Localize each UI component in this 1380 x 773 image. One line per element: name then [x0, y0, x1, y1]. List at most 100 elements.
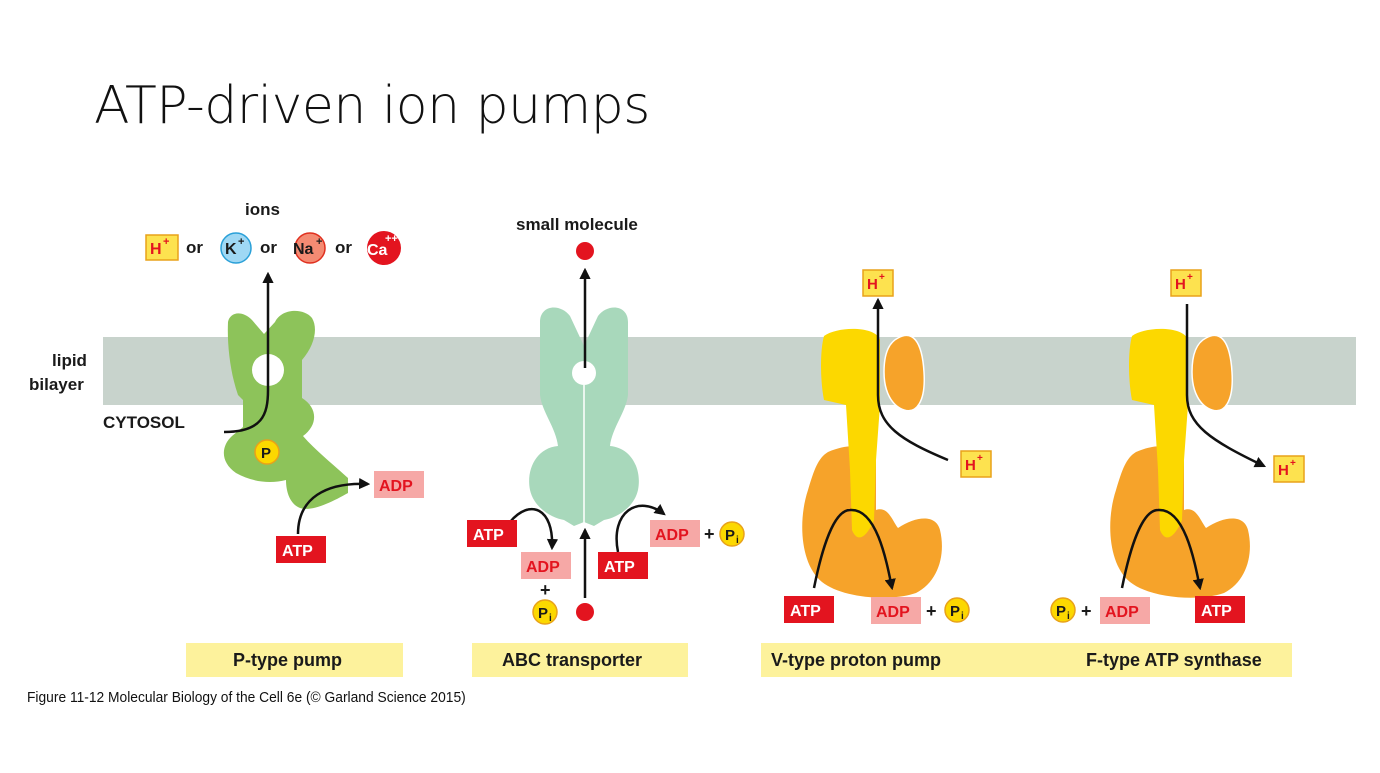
- p-type-pump: ions H + or K + or Na + or Ca ++ P ATP A…: [145, 200, 424, 563]
- cytosol-label: CYTOSOL: [103, 413, 185, 432]
- v-type-plus: +: [926, 601, 937, 621]
- f-type-h-top-label: H: [1175, 276, 1186, 293]
- small-molecule-bottom: [576, 603, 594, 621]
- phosphate-label: P: [261, 445, 271, 462]
- abc-left-plus: +: [540, 580, 551, 600]
- abc-binding-site: [572, 361, 596, 385]
- ion-na-label: Na: [293, 241, 314, 258]
- ion-h-box: [145, 234, 179, 261]
- p-type-protein: [223, 310, 348, 509]
- v-type-h-top-label: H: [867, 276, 878, 293]
- v-type-atp-arrow: [812, 508, 896, 591]
- abc-right-pi-circle: [719, 521, 745, 547]
- p-type-adp-label: ADP: [379, 478, 413, 495]
- v-type-pi-sub: i: [961, 611, 964, 622]
- f-type-synthase: H + H + P i + ADP ATP: [1050, 269, 1305, 624]
- abc-left-adp-label: ADP: [526, 559, 560, 576]
- v-type-h-side-label: H: [965, 457, 976, 474]
- abc-right-adp-box: [650, 520, 700, 547]
- caption-f-type: F-type ATP synthase: [1086, 650, 1262, 670]
- f-type-adp-box: [1100, 597, 1150, 624]
- v-type-adp-label: ADP: [876, 604, 910, 621]
- f-type-pi-label: P: [1056, 603, 1066, 620]
- f-type-pi-sub: i: [1067, 611, 1070, 622]
- v-type-h-side-box: [960, 450, 992, 478]
- p-type-ion-arrow: [223, 271, 274, 434]
- figure-credit: Figure 11-12 Molecular Biology of the Ce…: [27, 689, 466, 706]
- abc-right-atp-box: [598, 552, 648, 579]
- small-molecule-label: small molecule: [516, 215, 638, 234]
- slide-title: ATP-driven ion pumps: [94, 76, 650, 136]
- v-type-atp-box: [784, 596, 834, 623]
- f-type-adp-label: ADP: [1105, 604, 1139, 621]
- f-type-proton-arrow: [1185, 304, 1267, 468]
- abc-left-atp-box: [467, 520, 517, 547]
- ion-ca-circle: [367, 231, 401, 265]
- caption-abc-bg: [472, 643, 688, 677]
- f-type-rotor: [1191, 334, 1233, 412]
- v-type-stalk: [821, 328, 880, 538]
- f-type-h-side-charge: +: [1290, 458, 1296, 469]
- p-type-adp-box: [374, 471, 424, 498]
- f-type-pi-circle: [1050, 597, 1076, 623]
- abc-right-pi-sub: i: [736, 535, 739, 546]
- v-type-pi-circle: [944, 597, 970, 623]
- v-type-pump: H + H + ATP ADP + P i: [784, 269, 992, 624]
- abc-right-atp-arrow: [615, 504, 666, 553]
- p-type-atp-arrow: [296, 477, 371, 535]
- small-molecule-top: [576, 242, 594, 260]
- caption-v-f-bg: [761, 643, 1292, 677]
- abc-left-adp-box: [521, 552, 571, 579]
- ion-or-1: or: [186, 238, 203, 257]
- abc-right-pi-label: P: [725, 527, 735, 544]
- bilayer-label: bilayer: [29, 375, 84, 394]
- ion-na-circle: [294, 232, 326, 264]
- caption-p-type-bg: [186, 643, 403, 677]
- f-type-h-top-charge: +: [1187, 272, 1193, 283]
- abc-left-pi-circle: [532, 599, 558, 625]
- v-type-adp-box: [871, 597, 921, 624]
- ion-h-charge: +: [163, 236, 169, 248]
- ion-k-label: K: [225, 241, 237, 258]
- caption-p-type: P-type pump: [233, 650, 342, 670]
- p-type-atp-label: ATP: [282, 543, 313, 560]
- f-type-stalk: [1129, 328, 1188, 538]
- v-type-h-top-charge: +: [879, 272, 885, 283]
- v-type-proton-arrow: [872, 297, 949, 462]
- caption-abc: ABC transporter: [502, 650, 642, 670]
- abc-right-adp-label: ADP: [655, 527, 689, 544]
- ion-ca-charge: ++: [385, 233, 398, 245]
- ion-ca-label: Ca: [367, 242, 388, 259]
- abc-right-atp-label: ATP: [604, 559, 635, 576]
- abc-transporter: small molecule ATP ADP + P i ATP ADP + P…: [467, 215, 745, 625]
- ion-or-2: or: [260, 238, 277, 257]
- ion-na-charge: +: [316, 236, 322, 248]
- v-type-h-top-box: [862, 269, 894, 297]
- abc-right-plus: +: [704, 524, 715, 544]
- abc-left-pi-sub: i: [549, 613, 552, 624]
- ions-label: ions: [245, 200, 280, 219]
- f-type-atp-arrow: [1120, 508, 1204, 591]
- ion-k-charge: +: [238, 236, 244, 248]
- p-type-atp-box: [276, 536, 326, 563]
- v-type-atp-label: ATP: [790, 603, 821, 620]
- f-type-h-side-box: [1273, 455, 1305, 483]
- f-type-h-top-box: [1170, 269, 1202, 297]
- lipid-label: lipid: [52, 351, 87, 370]
- ion-k-circle: [220, 232, 252, 264]
- v-type-h-side-charge: +: [977, 453, 983, 464]
- f-type-plus: +: [1081, 601, 1092, 621]
- v-type-rotor: [883, 334, 925, 412]
- abc-left-atp-label: ATP: [473, 527, 504, 544]
- abc-left-atp-arrow: [509, 508, 559, 551]
- f-type-h-side-label: H: [1278, 462, 1289, 479]
- ion-or-3: or: [335, 238, 352, 257]
- caption-v-type: V-type proton pump: [771, 650, 941, 670]
- abc-left-pi-label: P: [538, 605, 548, 622]
- v-type-pi-label: P: [950, 603, 960, 620]
- f-type-atp-label: ATP: [1201, 603, 1232, 620]
- f-type-atp-box: [1195, 596, 1245, 623]
- phosphate-circle: [254, 439, 280, 465]
- ion-h-label: H: [150, 241, 162, 258]
